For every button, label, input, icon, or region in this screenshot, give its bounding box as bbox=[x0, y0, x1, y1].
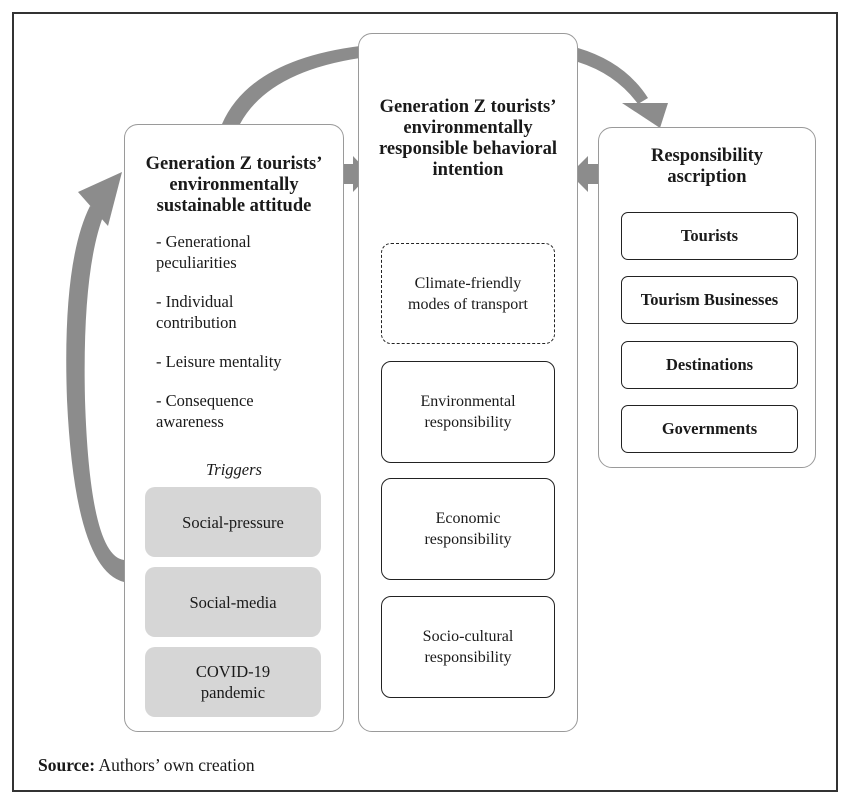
arrow-attitude-to-intention bbox=[343, 156, 370, 192]
source-note: Source: Authors’ own creation bbox=[38, 755, 255, 776]
arc-arrow-attitude-to-intention bbox=[222, 46, 360, 124]
attitude-title: Generation Z tourists’ environmentally s… bbox=[145, 154, 323, 216]
trigger-social-media: Social-media bbox=[145, 567, 321, 637]
trigger-social-pressure: Social-pressure bbox=[145, 487, 321, 557]
triggers-label: Triggers bbox=[206, 460, 262, 479]
arc-arrow-intention-to-responsibility bbox=[578, 48, 648, 104]
responsibility-governments: Governments bbox=[621, 405, 798, 453]
source-label: Source: bbox=[38, 755, 96, 775]
responsibility-tourists: Tourists bbox=[621, 212, 798, 260]
arrow-responsibility-to-intention bbox=[570, 156, 598, 192]
source-text: Authors’ own creation bbox=[98, 755, 255, 775]
figure-frame bbox=[12, 12, 838, 792]
loop-arrow-left bbox=[66, 206, 124, 582]
responsibility-tourism-businesses: Tourism Businesses bbox=[621, 276, 798, 324]
bullet-leisure-mentality: - Leisure mentality bbox=[156, 352, 282, 371]
responsibility-destinations: Destinations bbox=[621, 341, 798, 389]
intention-title: Generation Z tourists’ environmentally r… bbox=[379, 97, 557, 180]
arrowhead-responsibility bbox=[622, 103, 668, 128]
arrowhead-loop bbox=[78, 172, 122, 226]
responsibility-title: Responsibility ascription bbox=[650, 146, 764, 187]
